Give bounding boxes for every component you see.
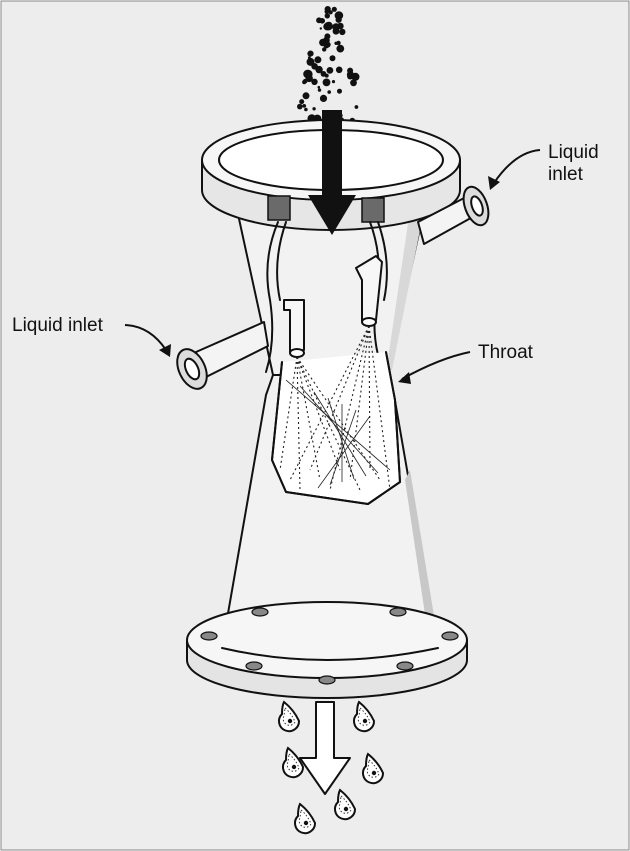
spray-line [296,356,321,481]
spray-streak [329,409,357,486]
particle [317,88,322,92]
left-liquid-inlet-pipe [176,321,269,390]
particle [336,44,345,53]
particle [350,79,357,87]
droplet-particle [287,718,293,724]
droplet-particle [303,820,309,826]
spray-line [349,325,370,481]
spray-line [279,356,298,471]
particle [335,66,343,74]
particle [307,50,314,57]
flange-bolt-holes [200,607,459,685]
droplet [294,802,317,835]
particle [307,56,311,59]
droplet [278,700,301,733]
particle [299,99,305,105]
bolt-hole [441,631,459,641]
particle [302,104,307,108]
spray-streak [327,397,355,480]
spray-streak [317,415,371,489]
droplet-particle [362,718,368,724]
particle [304,107,308,112]
droplet-particle [291,764,297,770]
spray-line [296,356,341,471]
particle [337,88,342,94]
droplet-inner [357,707,371,726]
particle [320,71,327,77]
inner-feed-pipes [265,221,388,373]
particle [311,63,318,70]
bolt-hole [318,675,336,685]
particle [336,40,341,46]
particle [317,85,321,89]
label-throat: Throat [478,342,534,363]
particle [319,27,322,30]
particle [328,10,333,15]
spray-streak [299,385,379,474]
particle [324,40,328,43]
bolt-hole [200,631,218,641]
droplet-inner [366,759,380,778]
bolt-hole [396,661,414,671]
particle [302,78,308,84]
particle [329,55,336,62]
droplet-inner [338,795,352,814]
particle [311,78,318,86]
droplet [353,700,376,733]
particle [331,80,336,84]
particle [324,13,330,19]
particle [327,90,332,94]
label-liquid-inlet-right-line2: inlet [548,164,584,185]
droplet [362,752,385,785]
spray-streak [313,391,367,477]
particle [323,42,330,49]
spray-line [309,325,370,471]
right-liquid-inlet-pipe [417,185,490,245]
label-liquid-inlet-right-line1: Liquid [548,142,599,163]
droplet [282,746,305,779]
particle [332,23,340,31]
particle [347,67,354,74]
flange-block-right [361,197,385,223]
particle [334,11,344,20]
label-liquid-inlet-left: Liquid inlet [12,315,104,336]
gas-inlet-arrow [308,110,356,235]
particle [321,19,325,23]
droplet [334,788,357,821]
droplet-inner [282,707,296,726]
droplet-particle [343,806,349,812]
bolt-hole [245,661,263,671]
spray-streak [285,379,391,471]
flange-block-left [267,195,291,221]
particle [323,22,331,31]
particle [324,6,331,13]
particle [354,105,359,109]
particle [303,69,312,79]
spray-line [296,356,301,491]
particle [297,103,303,110]
particle [337,17,342,22]
bolt-hole [251,607,269,617]
bolt-hole [389,607,407,617]
particle [302,92,310,100]
spray-window [271,325,401,505]
droplet-inner [286,753,300,772]
particle [322,78,331,87]
particle [326,67,334,74]
liquid-spray [279,325,391,491]
droplet-inner [298,809,312,828]
particle [319,94,328,102]
outlet-arrow [299,701,351,795]
particle [312,107,316,111]
spray-line [368,325,371,471]
particle [322,47,327,52]
droplet-particle [371,770,377,776]
outlet-droplets [278,700,385,835]
leader-arrowheads [159,176,500,384]
particle [314,56,322,64]
particle [331,6,337,12]
bottom-flange [186,601,468,699]
particle [339,28,346,36]
